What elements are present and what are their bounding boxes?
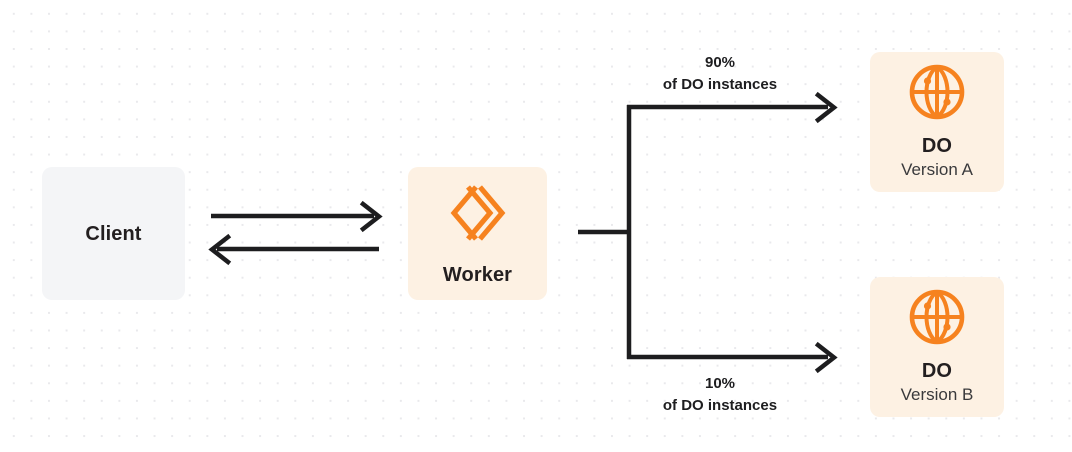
node-do-version-a[interactable]: DO Version A xyxy=(870,52,1004,192)
node-client[interactable]: Client xyxy=(42,167,185,300)
node-do-a-label: DO xyxy=(921,135,953,158)
edge-label-do-a-percent: 90% xyxy=(704,54,736,71)
edge-label-do-a: 90% of DO instances xyxy=(612,52,828,96)
edge-label-do-b-description: of DO instances xyxy=(662,396,778,414)
node-do-b-sublabel: Version B xyxy=(900,385,974,405)
globe-icon xyxy=(907,287,967,347)
node-worker[interactable]: Worker xyxy=(408,167,547,300)
node-worker-label: Worker xyxy=(442,263,513,286)
cloudflare-workers-icon xyxy=(446,181,510,245)
arrow-worker-to-do-b xyxy=(627,341,838,374)
node-do-b-label: DO xyxy=(921,360,953,383)
branch-trunk xyxy=(578,105,632,359)
globe-icon xyxy=(907,62,967,122)
node-client-label: Client xyxy=(85,222,142,245)
arrow-client-to-worker xyxy=(211,200,383,233)
node-do-a-sublabel: Version A xyxy=(901,160,973,180)
edge-label-do-b: 10% of DO instances xyxy=(612,373,828,417)
edge-label-do-a-description: of DO instances xyxy=(662,75,778,93)
edge-label-do-b-percent: 10% xyxy=(704,375,736,392)
node-do-version-b[interactable]: DO Version B xyxy=(870,277,1004,417)
arrow-worker-to-client xyxy=(208,233,379,266)
arrow-worker-to-do-a xyxy=(627,91,838,124)
